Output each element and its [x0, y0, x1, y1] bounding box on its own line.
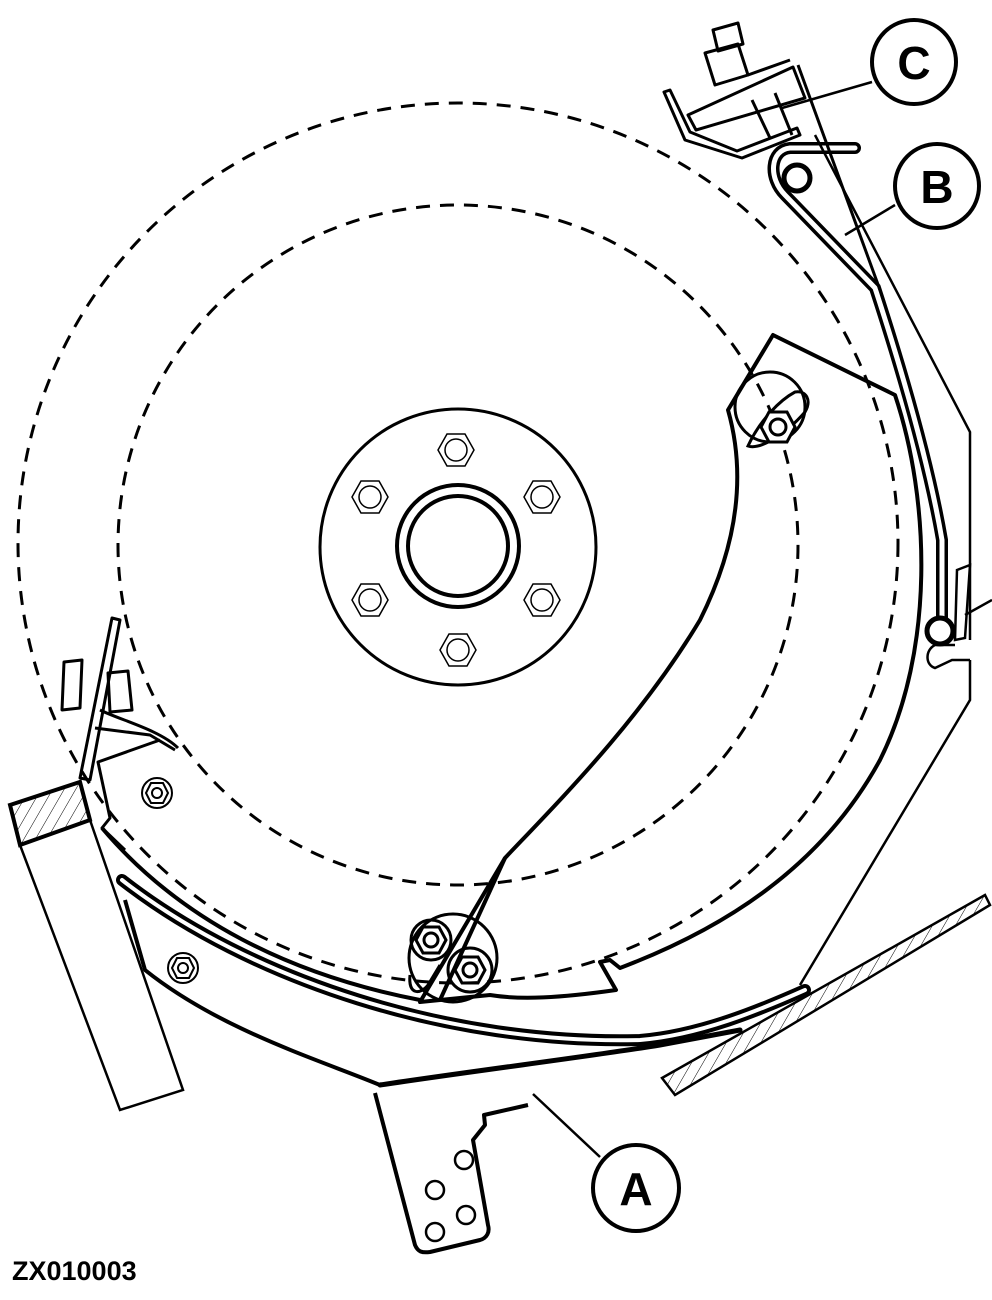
bolt-icon [523, 583, 561, 617]
hub-outer [318, 407, 598, 687]
callout-a-label: A [619, 1163, 652, 1215]
hatched-block [7, 779, 185, 1112]
figure-id: ZX010003 [12, 1256, 137, 1286]
leader-c [781, 80, 873, 110]
outer-dashed-circle [16, 101, 900, 985]
hub-bore-outer [395, 483, 521, 609]
hatched-board [660, 893, 992, 1097]
hub-bore-inner [406, 494, 510, 598]
spring-anchor [924, 615, 956, 647]
bolt-icon [437, 433, 475, 467]
callout-b-label: B [920, 161, 953, 213]
slot-bolt-lower [407, 857, 507, 1004]
nut-icon [409, 918, 453, 962]
leader-lines [532, 80, 896, 1158]
callout-b: B [893, 142, 981, 230]
lower-left-plate [100, 826, 421, 1087]
slot-bolt-upper [733, 370, 810, 449]
callout-c: C [870, 18, 958, 106]
leader-a [532, 1093, 601, 1158]
inner-dashed-circle [116, 203, 800, 887]
nut-icon [167, 952, 199, 984]
bolt-icon [351, 583, 389, 617]
plate-bolts [141, 777, 199, 984]
nut-icon [446, 946, 494, 994]
hub-bolts [351, 433, 561, 667]
callout-c-label: C [897, 37, 930, 89]
spring-strip [767, 142, 956, 647]
nut-icon [141, 777, 173, 809]
mounting-tab [373, 1092, 529, 1255]
callout-a: A [591, 1143, 681, 1233]
bolt-icon [439, 633, 477, 667]
guide-plate [116, 874, 811, 1088]
leader-b [844, 203, 896, 237]
spring-pivot [781, 162, 813, 194]
scraper-plate [418, 333, 924, 1004]
dashed-circles [16, 101, 900, 985]
nut-icon [759, 410, 797, 444]
upper-bracket [662, 21, 882, 291]
bolt-icon [351, 480, 389, 514]
housing-frame [798, 134, 992, 986]
hub [318, 407, 598, 687]
bolt-icon [523, 480, 561, 514]
